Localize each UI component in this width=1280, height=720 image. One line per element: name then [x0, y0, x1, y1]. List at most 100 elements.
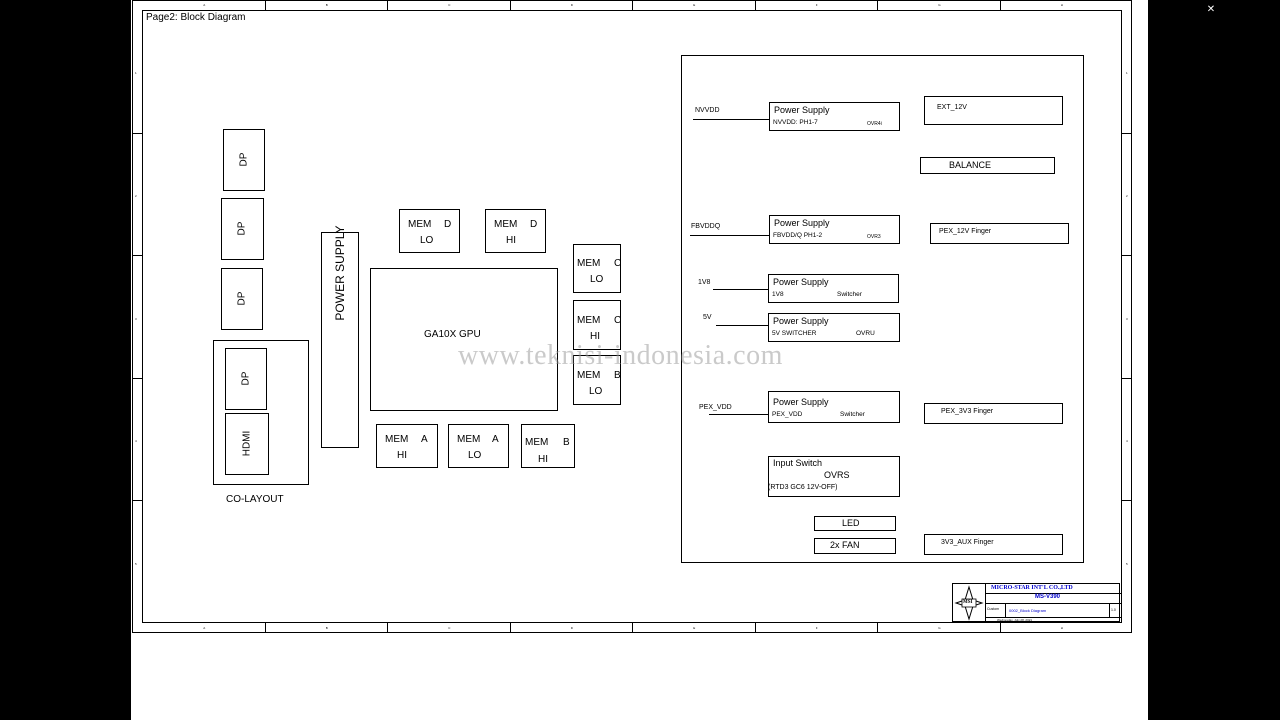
- fan: 2x FAN: [814, 538, 896, 554]
- power-supply-label: POWER SUPPLY: [333, 225, 347, 321]
- zone-letter: C: [448, 3, 451, 7]
- rail-line: [709, 414, 768, 415]
- zone-letter: A: [203, 3, 206, 7]
- zone-tick: [264, 0, 266, 10]
- zone-tick: [1122, 500, 1132, 502]
- balance: BALANCE: [920, 157, 1055, 174]
- mem-a-hi: MEM A HI: [376, 424, 438, 468]
- zone-tick: [132, 132, 142, 134]
- rail-line: [693, 119, 769, 120]
- input-switch: Input Switch OVRS (RTD3 GC6 12V-OFF): [768, 456, 900, 497]
- dp-label: DP: [236, 221, 248, 236]
- zone-number: 1: [1126, 71, 1128, 76]
- zone-number: 4: [135, 439, 137, 444]
- zone-letter: B: [325, 626, 328, 630]
- dp-connector-4: DP: [225, 348, 267, 410]
- hdmi-label: HDMI: [241, 430, 253, 457]
- power-supply-5v: Power Supply 5V SWITCHER OVRU: [768, 313, 900, 342]
- rail-nvvdd: NVVDD: [695, 107, 720, 114]
- zone-tick: [387, 0, 388, 10]
- dp-connector-1: DP: [223, 129, 265, 191]
- zone-tick: [1122, 255, 1132, 257]
- rail-line: [713, 289, 768, 290]
- zone-number: 3: [135, 316, 137, 321]
- zone-letter: E: [693, 626, 696, 630]
- watermark: www.teknisi-indonesia.com: [458, 340, 783, 371]
- hdmi-connector: HDMI: [225, 413, 269, 475]
- zone-tick: [632, 0, 633, 10]
- zone-letter: F: [815, 626, 818, 630]
- revision: 1.0: [1111, 608, 1116, 612]
- rail-1v8: 1V8: [698, 279, 711, 286]
- zone-letter: B: [325, 3, 328, 7]
- rail-line: [690, 235, 769, 236]
- mem-c-lo: MEM C LO: [573, 244, 621, 293]
- zone-tick: [509, 0, 511, 10]
- zone-tick: [754, 0, 756, 10]
- zone-tick: [132, 500, 142, 502]
- mem-d-hi: MEM D HI: [485, 209, 546, 253]
- zone-number: 2: [1126, 193, 1128, 198]
- zone-number: 4: [1126, 439, 1128, 444]
- ext-12v: EXT_12V: [924, 96, 1063, 125]
- dp-connector-2: DP: [221, 198, 264, 260]
- sheet-size: Custom: [987, 607, 1000, 611]
- rail-fbvddq: FBVDDQ: [691, 223, 721, 230]
- mem-b-hi: MEM B HI: [521, 424, 575, 468]
- pex-3v3-finger: PEX_3V3 Finger: [924, 403, 1063, 424]
- dp-label: DP: [238, 152, 250, 167]
- rail-pex-vdd: PEX_VDD: [699, 404, 732, 411]
- zone-letter: A: [203, 626, 206, 630]
- mem-d-lo: MEM D LO: [399, 209, 460, 253]
- fullscreen-icon[interactable]: ✕: [1206, 4, 1216, 15]
- doc-title: 0002_Block Diagram: [1009, 608, 1047, 613]
- zone-number: 5: [135, 561, 137, 566]
- zone-letter: G: [938, 3, 941, 7]
- mem-a-lo: MEM A LO: [448, 424, 509, 468]
- zone-number: 3: [1126, 316, 1128, 321]
- zone-tick: [132, 377, 142, 379]
- dp-label: DP: [236, 291, 248, 306]
- model-name: MS-V390: [1035, 594, 1061, 600]
- zone-tick: [877, 623, 878, 633]
- rail-line: [716, 325, 768, 326]
- title-block: MSI MICRO-STAR INT'L CO.,LTD MS-V390 Cus…: [952, 583, 1121, 623]
- msi-logo: MSI: [954, 585, 984, 621]
- mem-b-lo: MEM B LO: [573, 355, 621, 405]
- power-supply-nvvdd: Power Supply NVVDD: PH1-7 OVR4i: [769, 102, 900, 131]
- power-supply-fbvddq: Power Supply FBVDD/Q PH1-2 OVR3: [769, 215, 900, 244]
- zone-letter: F: [815, 3, 818, 7]
- zone-tick: [999, 623, 1001, 633]
- rail-5v: 5V: [703, 314, 712, 321]
- zone-tick: [1122, 132, 1132, 134]
- zone-tick: [754, 623, 756, 633]
- aux-3v3-finger: 3V3_AUX Finger: [924, 534, 1063, 555]
- power-supply-bar: POWER SUPPLY: [321, 225, 359, 448]
- gpu-label: GA10X GPU: [424, 329, 481, 340]
- zone-letter: H: [1060, 3, 1063, 7]
- page-title: Page2: Block Diagram: [146, 12, 246, 23]
- power-supply-pex-vdd: Power Supply PEX_VDD Switcher: [768, 391, 900, 423]
- zone-tick: [877, 0, 878, 10]
- zone-number: 2: [135, 193, 137, 198]
- zone-number: 1: [135, 71, 137, 76]
- power-supply-1v8: Power Supply 1V8 Switcher: [768, 274, 899, 303]
- zone-letter: D: [570, 3, 573, 7]
- co-layout-label: CO-LAYOUT: [226, 494, 284, 505]
- zone-letter: E: [693, 3, 696, 7]
- inner-frame: [142, 10, 1122, 623]
- doc-date: Wednesday, July 28, 2021: [997, 618, 1033, 622]
- zone-tick: [132, 255, 142, 257]
- zone-letter: G: [938, 626, 941, 630]
- pex-12v-finger: PEX_12V Finger: [930, 223, 1069, 244]
- zone-tick: [999, 0, 1001, 10]
- zone-letter: H: [1060, 626, 1063, 630]
- zone-letter: C: [448, 626, 451, 630]
- zone-tick: [387, 623, 388, 633]
- zone-tick: [1122, 377, 1132, 379]
- zone-tick: [264, 623, 266, 633]
- dp-label: DP: [240, 371, 252, 386]
- zone-number: 5: [1126, 561, 1128, 566]
- company-name: MICRO-STAR INT'L CO.,LTD: [991, 585, 1073, 591]
- zone-tick: [509, 623, 511, 633]
